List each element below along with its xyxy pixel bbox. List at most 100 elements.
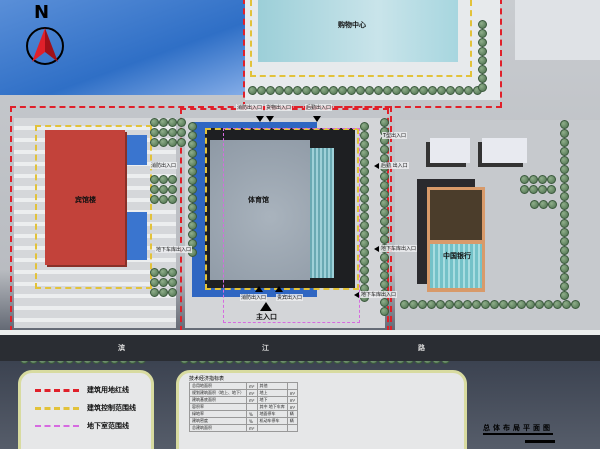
label-building-left: 宾馆楼 [75, 196, 96, 204]
tree [150, 278, 159, 287]
road-curb [0, 330, 600, 335]
road-label-char: 路 [418, 344, 425, 352]
building-center [210, 140, 310, 280]
tree [520, 175, 529, 184]
tree [168, 185, 177, 194]
legend-panel: 建筑用地红线 建筑控制范围线 地下室范围线 [18, 370, 154, 449]
info-table-cell: m² [246, 389, 258, 397]
main-gate-marker [260, 302, 272, 311]
info-table-cell: 其中 地下车库 [256, 403, 288, 411]
tree [168, 118, 177, 127]
tree [380, 172, 389, 181]
tree [560, 210, 569, 219]
tree [478, 20, 487, 29]
tree [380, 190, 389, 199]
tree [168, 278, 177, 287]
info-table-cell: m² [246, 396, 258, 404]
tree [478, 83, 487, 92]
legend-item: 建筑控制范围线 [35, 403, 136, 413]
tree [188, 221, 197, 230]
tree [380, 226, 389, 235]
info-table-cell: 总用地面积 [189, 382, 247, 390]
tree [188, 203, 197, 212]
north-arrow: N [20, 2, 70, 72]
gate-marker [255, 286, 263, 292]
info-table-cell: m² [286, 396, 299, 404]
gate-label-bottom-2: 贵宾出入口 [276, 294, 304, 301]
tree [188, 158, 197, 167]
building-right-roof [430, 190, 482, 240]
info-table-cell: 绿地率 [189, 410, 247, 418]
gate-label-right-2: 地下车库出入口 [380, 245, 418, 252]
tree [360, 149, 369, 158]
tree [257, 86, 266, 95]
tree [159, 128, 168, 137]
tree [188, 194, 197, 203]
tree [490, 300, 499, 309]
info-table-cell: 地面停车 [256, 410, 288, 418]
tree [499, 300, 508, 309]
gate-label-left-2: 地下车库出入口 [155, 246, 193, 253]
info-table-title: 技术经济指标表 [189, 376, 225, 382]
gate-label-top-2: 货物出入口 [265, 104, 293, 111]
boundary-outer [10, 106, 392, 332]
info-table-cell: 容积率 [189, 403, 247, 411]
road-label-char: 江 [262, 344, 269, 352]
tree [360, 122, 369, 131]
info-table-cell: 建筑密度 [189, 417, 247, 425]
tree [356, 86, 365, 95]
tree [547, 185, 556, 194]
tree [427, 300, 436, 309]
legend-item: 地下室范围线 [35, 421, 129, 431]
tree [380, 235, 389, 244]
tree [544, 300, 553, 309]
tree [560, 219, 569, 228]
building-center-glass [310, 148, 334, 278]
tree [409, 300, 418, 309]
tree [560, 165, 569, 174]
tree [365, 86, 374, 95]
road [0, 335, 600, 361]
tree [159, 268, 168, 277]
gate-label-top-1: 消防出入口 [236, 104, 264, 111]
tree [360, 167, 369, 176]
tree [508, 300, 517, 309]
basement-line [223, 128, 360, 323]
drawing-title-text: 总体布局平面图 [483, 424, 553, 432]
tree [150, 128, 159, 137]
tree [380, 280, 389, 289]
tree [188, 230, 197, 239]
drawing-title: 总体布局平面图 [483, 423, 553, 435]
tree [380, 217, 389, 226]
gate-label-main: 主入口 [256, 313, 277, 321]
tree [159, 175, 168, 184]
tree [188, 167, 197, 176]
tree [560, 147, 569, 156]
tree [380, 262, 389, 271]
north-label: N [34, 2, 50, 23]
tree [293, 86, 302, 95]
tree [401, 86, 410, 95]
tree [168, 288, 177, 297]
tree [168, 128, 177, 137]
tree [360, 203, 369, 212]
tree [560, 192, 569, 201]
tree [329, 86, 338, 95]
gate-marker [266, 116, 274, 122]
tree [454, 300, 463, 309]
info-table-cell: 地下 [256, 396, 288, 404]
tree [380, 181, 389, 190]
tree [383, 86, 392, 95]
info-table-cell: 辆 [286, 417, 299, 425]
tree [320, 86, 329, 95]
info-table-cell: % [246, 417, 258, 425]
tree [436, 300, 445, 309]
tree [517, 300, 526, 309]
tree [526, 300, 535, 309]
tree [560, 138, 569, 147]
tree [560, 129, 569, 138]
building-left [45, 130, 125, 265]
